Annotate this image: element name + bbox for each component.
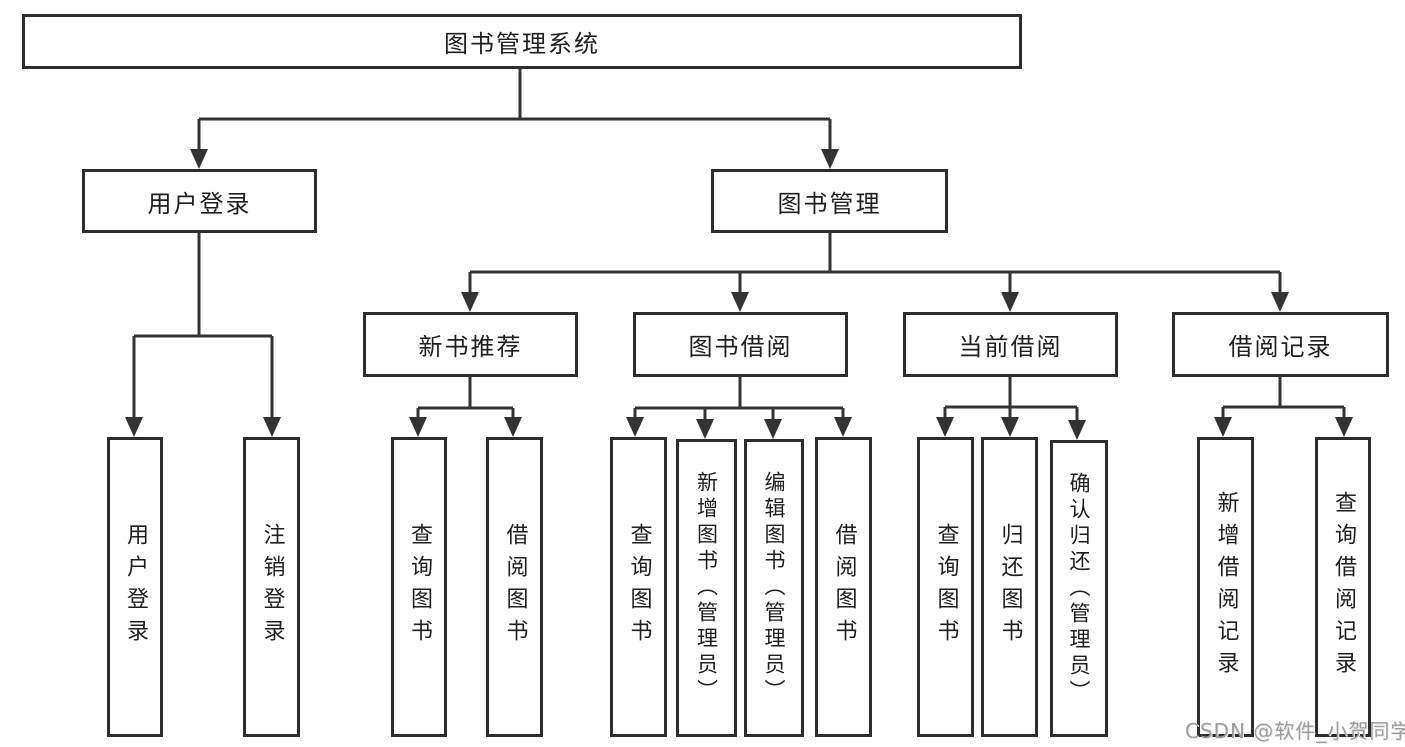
watermark: CSDN @软件_小贺同学 (1185, 719, 1405, 743)
node-current-query-book: 查询图书 (917, 437, 974, 737)
node-add-borrow-record: 新增借阅记录 (1197, 437, 1254, 737)
node-query-borrow-record: 查询借阅记录 (1315, 437, 1371, 737)
node-root: 图书管理系统 (22, 14, 1022, 69)
node-newbooks-query-book: 查询图书 (391, 437, 447, 737)
connector-newbooks-branch (409, 377, 522, 437)
node-user-login-branch: 用户登录 (82, 169, 317, 233)
node-current-borrow: 当前借阅 (903, 312, 1118, 377)
connector-root-to-level2 (190, 69, 839, 169)
node-user-login: 用户登录 (107, 437, 163, 737)
node-add-book-admin: 新增图书（管理员） (676, 439, 737, 737)
node-logout: 注销登录 (243, 437, 300, 737)
node-new-book-recommend: 新书推荐 (363, 312, 578, 377)
connector-borrowrecords-branch (1214, 377, 1353, 437)
node-newbooks-borrow-book: 借阅图书 (486, 437, 543, 737)
connector-login-branch (125, 233, 281, 437)
node-return-book: 归还图书 (981, 437, 1038, 737)
node-borrow-borrow-book: 借阅图书 (815, 437, 872, 737)
node-confirm-return-admin: 确认归还（管理员） (1050, 440, 1108, 737)
node-book-borrow: 图书借阅 (633, 312, 848, 377)
connector-bookmgmt-to-level3 (461, 233, 1289, 312)
connector-bookborrow-branch (626, 377, 852, 439)
node-book-management: 图书管理 (711, 169, 948, 233)
node-borrow-records: 借阅记录 (1172, 312, 1389, 377)
node-borrow-query-book: 查询图书 (610, 437, 667, 737)
node-edit-book-admin: 编辑图书（管理员） (744, 439, 804, 737)
connector-currentborrow-branch (936, 377, 1086, 440)
